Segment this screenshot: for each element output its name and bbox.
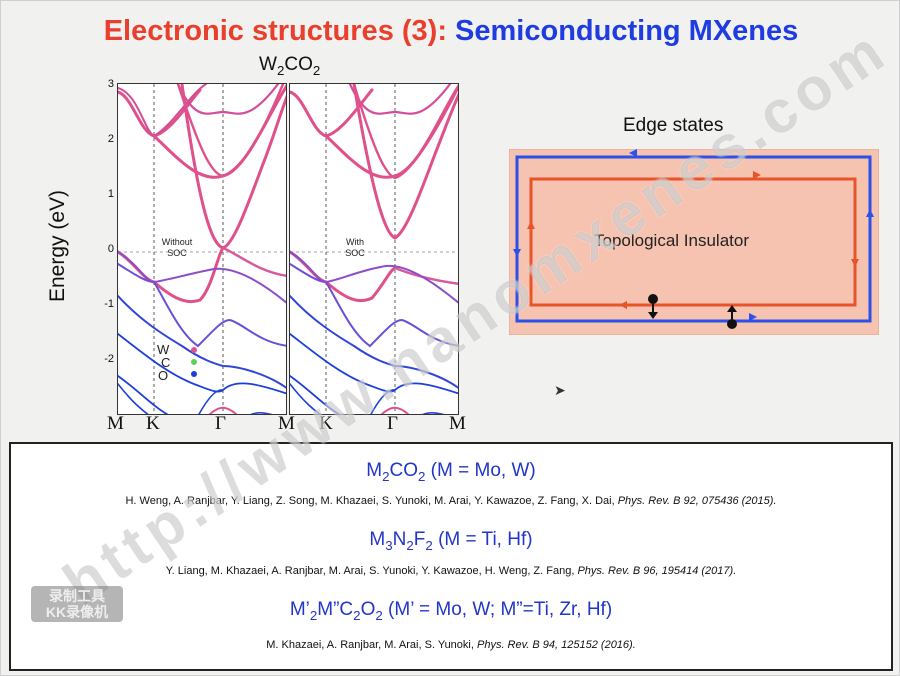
band-panel-without-soc bbox=[117, 83, 287, 415]
kpoint-m-3: M bbox=[449, 413, 466, 434]
y-tick-0: 0 bbox=[107, 243, 114, 255]
red-arrow-left bbox=[527, 221, 535, 229]
y-tick-2: 2 bbox=[107, 133, 114, 145]
red-arrow-bottom bbox=[619, 301, 627, 309]
band-panel-with-soc bbox=[289, 83, 459, 415]
legend-w-dot bbox=[191, 347, 197, 353]
edge-states-title: Edge states bbox=[623, 115, 724, 136]
legend-w-label: W bbox=[157, 342, 170, 357]
y-axis-label: Energy (eV) bbox=[46, 189, 69, 303]
reference-1: H. Weng, A. Ranjbar, Y. Liang, Z. Song, … bbox=[125, 495, 777, 507]
electron-spin-up bbox=[727, 305, 737, 329]
blue-arrow-left bbox=[513, 249, 521, 257]
title-part-1: Electronic structures (3): bbox=[103, 15, 447, 47]
y-tick-minus1: -1 bbox=[104, 298, 114, 310]
mouse-cursor-icon: ➤ bbox=[554, 382, 566, 398]
kpoint-gamma-1: Γ bbox=[215, 413, 226, 434]
blue-arrow-bottom bbox=[749, 313, 757, 321]
band-structure-without-soc bbox=[118, 84, 286, 414]
formula-m2mc2o2: M’2M”C2O2 (M’ = Mo, W; M”=Ti, Zr, Hf) bbox=[289, 599, 613, 623]
electron-spin-down bbox=[648, 294, 658, 319]
y-tick-3: 3 bbox=[107, 78, 114, 90]
formula-m3n2f2: M3N2F2 (M = Ti, Hf) bbox=[369, 529, 533, 553]
formula-m2co2: M2CO2 (M = Mo, W) bbox=[366, 460, 536, 484]
slide-title: Electronic structures (3): Semiconductin… bbox=[1, 15, 900, 48]
topological-insulator-label: Topological Insulator bbox=[594, 231, 749, 250]
blue-arrow-right bbox=[866, 209, 874, 217]
band-structure-with-soc bbox=[290, 84, 458, 414]
kpoint-m-1: M bbox=[107, 413, 124, 434]
legend-c-dot bbox=[191, 359, 197, 365]
legend-o-label: O bbox=[158, 368, 169, 383]
recorder-badge: 录制工具 KK录像机 bbox=[31, 586, 123, 622]
kpoint-gamma-2: Γ bbox=[387, 413, 398, 434]
title-part-2: Semiconducting MXenes bbox=[455, 15, 799, 47]
legend-o-dot bbox=[191, 371, 197, 377]
kpoint-k-2: K bbox=[319, 413, 333, 434]
y-tick-1: 1 bbox=[107, 188, 114, 200]
reference-3: M. Khazaei, A. Ranjbar, M. Arai, S. Yuno… bbox=[266, 639, 636, 651]
reference-2: Y. Liang, M. Khazaei, A. Ranjbar, M. Ara… bbox=[165, 565, 737, 577]
references-box: M2CO2 (M = Mo, W) H. Weng, A. Ranjbar, Y… bbox=[9, 442, 893, 671]
edge-states-diagram bbox=[509, 149, 879, 335]
legend-c-label: C bbox=[161, 355, 171, 370]
y-tick-minus2: -2 bbox=[104, 353, 114, 365]
red-arrow-right bbox=[851, 259, 859, 267]
band-plot-title: W2CO2 bbox=[259, 54, 321, 78]
blue-arrow-top bbox=[629, 149, 637, 157]
kpoint-m-2: M bbox=[278, 413, 295, 434]
kpoint-k-1: K bbox=[146, 413, 160, 434]
red-arrow-top bbox=[753, 171, 761, 179]
